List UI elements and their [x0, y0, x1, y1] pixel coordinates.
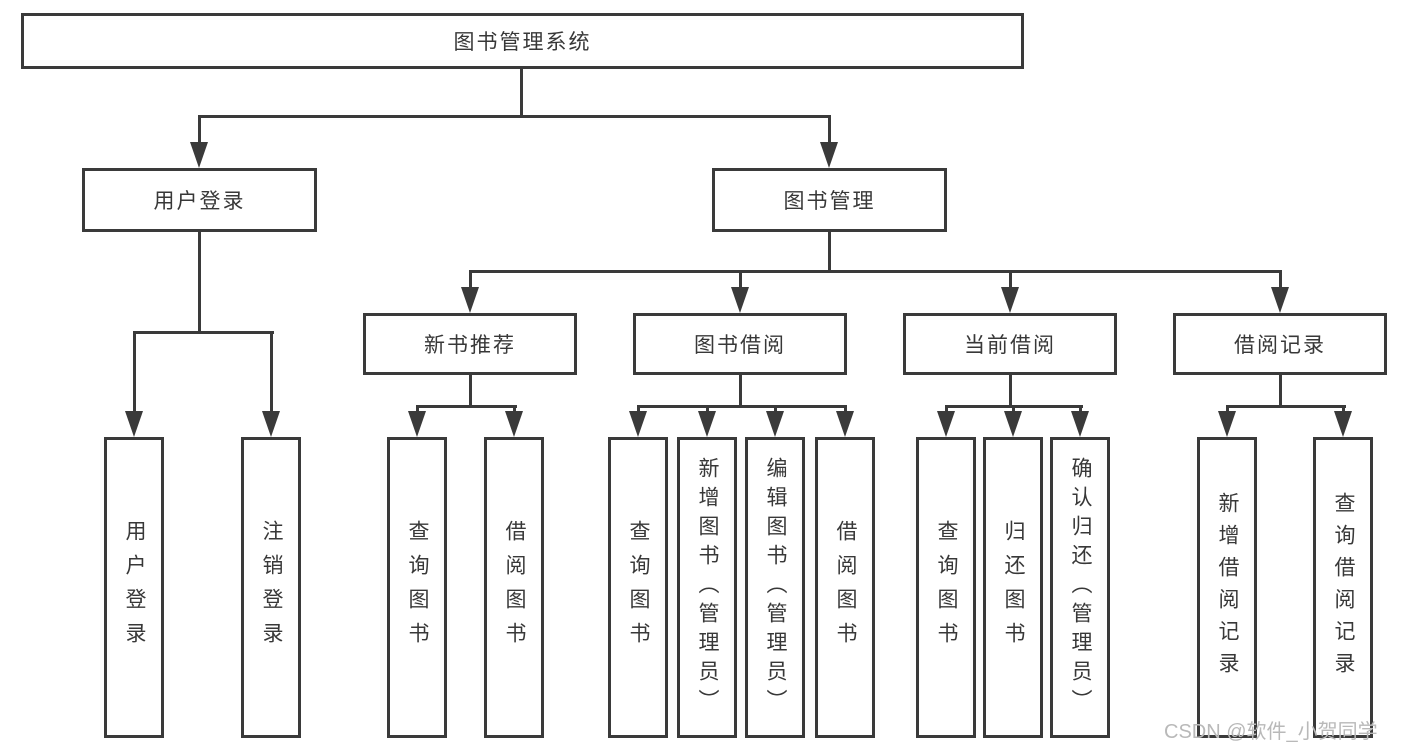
node-new-books: 新书推荐 [363, 313, 577, 375]
connector-ul1-stem [133, 331, 136, 412]
connector-nb1-stem [416, 405, 419, 413]
arrow-ul1 [125, 411, 143, 437]
connector-new-books-down [469, 375, 472, 408]
connector-new-books-stem [469, 270, 472, 289]
arrow-bb1 [629, 411, 647, 437]
node-library-management-system: 图书管理系统 [21, 13, 1024, 69]
leaf-logout: 注销登录 [241, 437, 301, 738]
connector-cb2-stem [1012, 405, 1015, 413]
leaf-new-books-borrow: 借阅图书 [484, 437, 544, 738]
connector-nb2-stem [513, 405, 516, 413]
node-book-management: 图书管理 [712, 168, 947, 232]
leaf-current-query: 查询图书 [916, 437, 976, 738]
arrow-cb3 [1071, 411, 1089, 437]
connector-bb4-stem [844, 405, 847, 413]
arrow-borrowing-records [1271, 287, 1289, 313]
leaf-current-return: 归还图书 [983, 437, 1043, 738]
csdn-watermark: CSDN @软件_小贺同学 [1164, 721, 1378, 743]
connector-borrowing-records-stem [1279, 270, 1282, 289]
connector-level2-split [198, 115, 831, 118]
arrow-bb4 [836, 411, 854, 437]
connector-cb3-stem [1079, 405, 1082, 413]
connector-level3-split [469, 270, 1282, 273]
leaf-borrowing-query: 查询图书 [608, 437, 668, 738]
connector-book-management-stem [828, 115, 831, 143]
connector-br1-stem [1226, 405, 1229, 413]
arrow-cb2 [1004, 411, 1022, 437]
connector-book-borrowing-down [739, 375, 742, 408]
connector-new-books-split [416, 405, 517, 408]
connector-borrowing-records-down [1279, 375, 1282, 408]
connector-current-borrowing-down [1009, 375, 1012, 408]
connector-user-login-down [198, 232, 201, 334]
connector-current-borrowing-stem [1009, 270, 1012, 289]
arrow-br1 [1218, 411, 1236, 437]
connector-book-management-down [828, 232, 831, 273]
connector-user-login-split [133, 331, 274, 334]
leaf-records-query: 查询借阅记录 [1313, 437, 1373, 738]
connector-bb2-stem [706, 405, 709, 413]
node-book-borrowing: 图书借阅 [633, 313, 847, 375]
node-user-login: 用户登录 [82, 168, 317, 232]
connector-bb1-stem [637, 405, 640, 413]
arrow-cb1 [937, 411, 955, 437]
leaf-borrowing-add-admin: 新增图书（管理员） [677, 437, 737, 738]
arrow-br2 [1334, 411, 1352, 437]
leaf-borrowing-borrow: 借阅图书 [815, 437, 875, 738]
leaf-records-add: 新增借阅记录 [1197, 437, 1257, 738]
arrow-user-login [190, 142, 208, 168]
arrow-current-borrowing [1001, 287, 1019, 313]
leaf-user-login: 用户登录 [104, 437, 164, 738]
arrow-bb2 [698, 411, 716, 437]
leaf-new-books-query: 查询图书 [387, 437, 447, 738]
connector-bb3-stem [774, 405, 777, 413]
leaf-current-confirm-return-admin: 确认归还（管理员） [1050, 437, 1110, 738]
arrow-book-management [820, 142, 838, 168]
connector-book-borrowing-split [637, 405, 847, 408]
connector-ul2-stem [270, 331, 273, 412]
arrow-new-books [461, 287, 479, 313]
arrow-ul2 [262, 411, 280, 437]
connector-root-stem [520, 69, 523, 117]
connector-user-login-stem [198, 115, 201, 143]
node-current-borrowing: 当前借阅 [903, 313, 1117, 375]
arrow-bb3 [766, 411, 784, 437]
node-borrowing-records: 借阅记录 [1173, 313, 1387, 375]
connector-cb1-stem [945, 405, 948, 413]
arrow-book-borrowing [731, 287, 749, 313]
arrow-nb1 [408, 411, 426, 437]
connector-br2-stem [1342, 405, 1345, 413]
connector-borrowing-records-split [1226, 405, 1346, 408]
connector-book-borrowing-stem [739, 270, 742, 289]
arrow-nb2 [505, 411, 523, 437]
leaf-borrowing-edit-admin: 编辑图书（管理员） [745, 437, 805, 738]
